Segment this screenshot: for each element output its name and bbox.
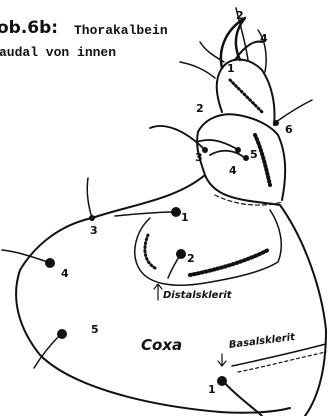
seta-coxa-bottom bbox=[222, 380, 262, 416]
seta-number: 1 bbox=[208, 384, 216, 395]
tarsus-stipple bbox=[230, 80, 262, 112]
seta-number: 1 bbox=[181, 212, 189, 223]
figure-caption-title: Thorakalbein bbox=[74, 23, 168, 38]
seta-base-dot bbox=[89, 215, 95, 221]
seta-base-dot bbox=[57, 329, 67, 339]
seta-base-dot bbox=[243, 155, 249, 161]
seta-coxa-left bbox=[2, 250, 48, 262]
distalsklerit-arrow bbox=[154, 284, 162, 300]
seta-base-dot bbox=[171, 207, 181, 217]
seta-number: 2 bbox=[236, 10, 244, 21]
seta-number: 5 bbox=[250, 149, 258, 160]
seta-number: 2 bbox=[187, 253, 195, 264]
figure-caption-prefix: ob.6b: bbox=[0, 18, 58, 38]
seta-base-dot bbox=[235, 147, 241, 153]
seta-coxa-inner-1 bbox=[115, 212, 175, 216]
basalsklerit-arrow bbox=[218, 354, 226, 366]
label-distalsklerit: Distalsklerit bbox=[163, 291, 232, 301]
seta-number: 3 bbox=[90, 225, 98, 236]
seta-femur-right bbox=[276, 100, 312, 122]
femur-outline bbox=[197, 114, 285, 200]
seta-number: 4 bbox=[61, 268, 69, 279]
seta-number: 2 bbox=[196, 103, 204, 114]
seta-coxa-inner-2 bbox=[168, 255, 180, 278]
seta-number: 3 bbox=[195, 152, 203, 163]
seta-base-dot bbox=[202, 147, 208, 153]
seta-tarsus-left bbox=[180, 62, 215, 78]
seta-number: 6 bbox=[285, 124, 293, 135]
seta-base-dot bbox=[273, 120, 279, 126]
distalsklerit-stipple bbox=[145, 235, 155, 268]
label-coxa: Coxa bbox=[141, 338, 182, 353]
figure-caption-line2: audal von innen bbox=[0, 45, 116, 60]
seta-coxa-top bbox=[87, 178, 92, 218]
seta-number: 4 bbox=[229, 165, 237, 176]
distalsklerit-outline bbox=[135, 210, 281, 285]
seta-base-dot bbox=[45, 258, 55, 268]
seta-number: 5 bbox=[91, 324, 99, 335]
seta-base-dot bbox=[217, 376, 227, 386]
seta-number: 4 bbox=[260, 33, 268, 44]
seta-number: 1 bbox=[227, 63, 235, 74]
seta-base-dot bbox=[176, 249, 186, 259]
